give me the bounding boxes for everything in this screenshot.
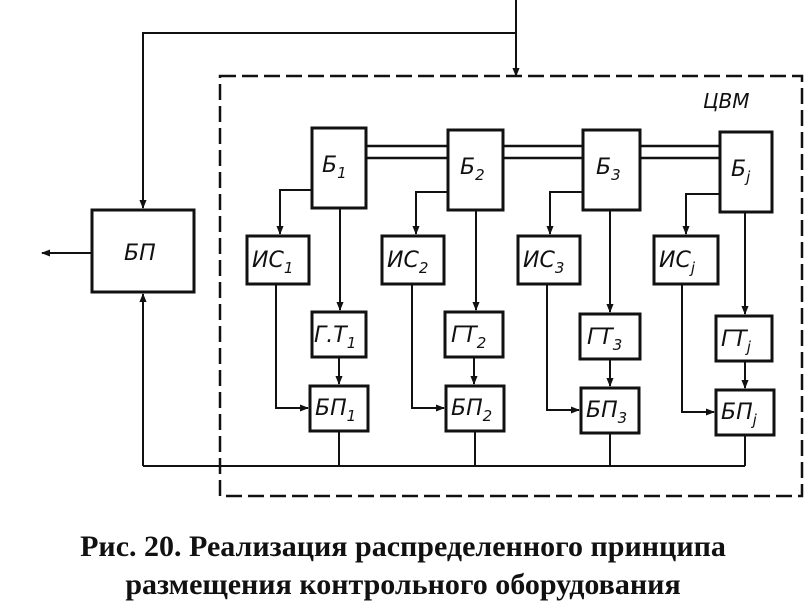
column-j: Бj ИСj ГТj БПj — [652, 130, 776, 466]
gt-block-1 — [310, 310, 368, 359]
is-label-j: ИСj — [659, 248, 696, 277]
gt-block-2 — [443, 310, 505, 359]
column-3: Б3 ИС3 ГТ3 БП3 — [516, 128, 642, 466]
is-block-2 — [380, 234, 446, 286]
is-block-3 — [516, 234, 582, 286]
b-block-2 — [446, 128, 505, 212]
distributed-control-diagram: ЦВМ БП Б1 ИС1 Г.Т1 БП1 — [41, 0, 804, 498]
cvm-frame — [218, 74, 804, 498]
gt-block-j — [714, 314, 774, 363]
bp-main-block — [90, 208, 196, 294]
b-interconnect-bus — [366, 144, 720, 160]
is-block-1 — [245, 234, 311, 286]
b-label-3: Б3 — [596, 155, 621, 184]
gt-block-3 — [578, 312, 642, 361]
is-block-j — [652, 234, 720, 286]
b-label-j: Бj — [731, 157, 751, 186]
bp-label-1: БП1 — [315, 396, 356, 425]
b-label-2: Б2 — [460, 155, 485, 184]
b-block-3 — [581, 128, 642, 212]
is-label-1: ИС1 — [252, 248, 293, 277]
cvm-label: ЦВМ — [703, 89, 750, 113]
bp-block-j — [714, 388, 776, 437]
is-label-3: ИС3 — [523, 248, 564, 277]
bp-label-2: БП2 — [451, 396, 492, 425]
input-branch-to-bp — [139, 32, 516, 209]
column-1: Б1 ИС1 Г.Т1 БП1 — [245, 126, 370, 466]
caption-line-2: размещения контрольного оборудования — [125, 568, 681, 601]
gt-label-j: ГТj — [721, 327, 752, 356]
b-block-1 — [310, 126, 368, 210]
figure-caption: Рис. 20. Реализация распределенного прин… — [0, 528, 806, 604]
gt-label-2: ГТ2 — [451, 323, 486, 352]
gt-label-3: ГТ3 — [587, 325, 622, 354]
bp-label-3: БП3 — [586, 398, 627, 427]
gt-label-1: Г.Т1 — [314, 323, 356, 352]
b-label-1: Б1 — [322, 153, 347, 182]
column-2: Б2 ИС2 ГТ2 БП2 — [380, 128, 506, 466]
is-label-2: ИС2 — [387, 248, 428, 277]
bp-label-j: БПj — [721, 400, 758, 429]
bp-block-1 — [308, 384, 370, 433]
b-block-j — [718, 130, 774, 214]
caption-line-1: Рис. 20. Реализация распределенного прин… — [80, 530, 726, 563]
bp-main-label: БП — [124, 241, 156, 266]
